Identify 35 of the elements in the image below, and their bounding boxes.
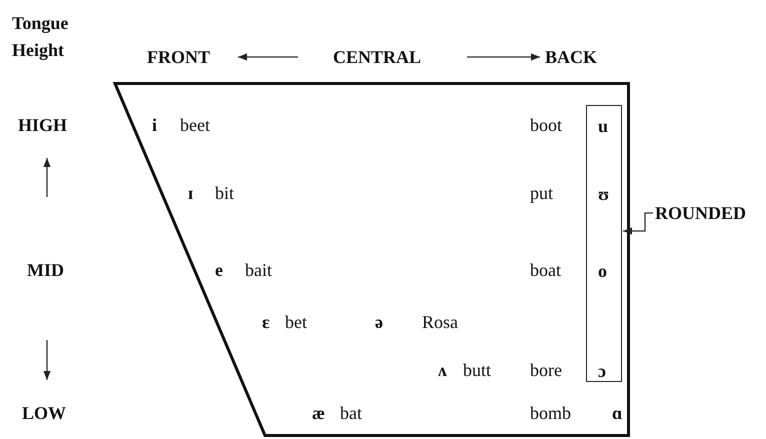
example-word: butt <box>463 360 492 380</box>
ipa-symbol: ə <box>375 312 383 332</box>
axis-label: LOW <box>22 403 66 423</box>
example-word: bomb <box>530 403 572 423</box>
ipa-symbol: i <box>152 115 158 135</box>
example-word: bait <box>245 260 272 280</box>
ipa-symbol: e <box>215 260 223 280</box>
axis-label: HIGH <box>18 115 68 135</box>
example-word: bore <box>530 360 562 380</box>
ipa-symbol: ɑ <box>612 403 622 423</box>
leader-line <box>623 212 653 235</box>
ipa-symbol: ɛ <box>262 312 270 332</box>
axis-label: BACK <box>545 47 598 67</box>
example-word: bit <box>215 183 234 203</box>
example-word: beet <box>180 115 210 135</box>
axis-label: CENTRAL <box>333 47 422 67</box>
ipa-symbol: u <box>598 116 608 136</box>
axis-label: FRONT <box>147 47 210 67</box>
ipa-symbol: æ <box>312 403 325 423</box>
callout-label: ROUNDED <box>655 203 765 225</box>
example-word: bet <box>285 312 307 332</box>
ipa-symbol: ɔ <box>598 361 606 381</box>
example-word: put <box>530 183 554 203</box>
axis-label: MID <box>27 260 64 280</box>
rounded-vowels-box <box>586 105 622 382</box>
ipa-symbol: ɪ <box>188 183 194 203</box>
vowel-chart-trapezoid <box>113 82 630 437</box>
ipa-symbol: ʌ <box>438 360 447 380</box>
example-word: bat <box>340 403 362 423</box>
axis-title: Tongue Height <box>12 12 70 62</box>
example-word: Rosa <box>422 312 458 332</box>
example-word: boat <box>530 260 561 280</box>
ipa-symbol: ʊ <box>598 184 610 204</box>
ipa-symbol: o <box>598 261 607 281</box>
example-word: boot <box>530 115 562 135</box>
